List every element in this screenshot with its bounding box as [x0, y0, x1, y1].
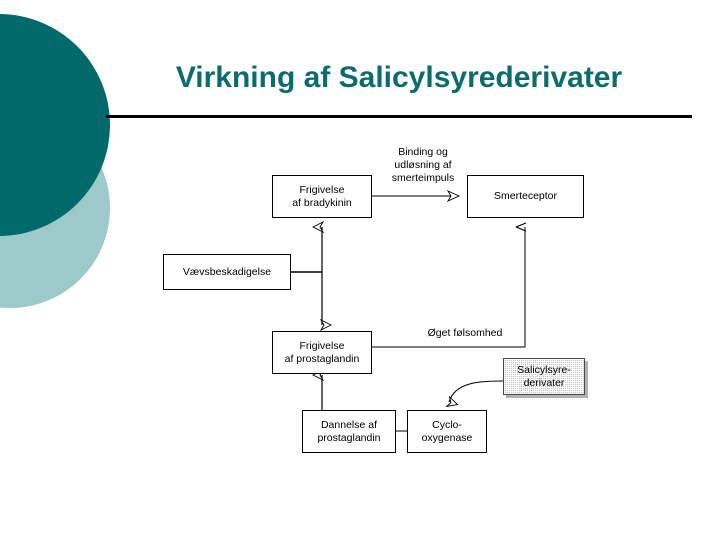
title-underline-rule	[106, 115, 692, 118]
node-salicylsyrederivater[interactable]: Salicylsyre- derivater	[503, 358, 585, 395]
node-dannelse-af-prostaglandin[interactable]: Dannelse af prostaglandin	[302, 410, 396, 453]
edge-label-binding-og-udloesning: Binding og udløsning af smerteimpuls	[391, 146, 455, 184]
title-block: Virkning af Salicylsyrederivater	[106, 58, 692, 120]
node-smerteceptor[interactable]: Smerteceptor	[467, 175, 584, 218]
edge-label-oeget-foelsomhed: Øget følsomhed	[427, 327, 503, 339]
node-vaevsbeskadigelse[interactable]: Vævsbeskadigelse	[163, 254, 291, 290]
node-frigivelse-af-prostaglandin[interactable]: Frigivelse af prostaglandin	[272, 331, 372, 374]
node-frigivelse-af-bradykinin[interactable]: Frigivelse af bradykinin	[272, 175, 372, 218]
node-cyclo-oxygenase[interactable]: Cyclo- oxygenase	[407, 410, 487, 453]
edge-prostaglandin-to-smerteceptor	[372, 222, 527, 348]
edge-salicylsyre-to-cyclooxygenase	[449, 380, 504, 402]
page-title: Virkning af Salicylsyrederivater	[175, 61, 623, 94]
